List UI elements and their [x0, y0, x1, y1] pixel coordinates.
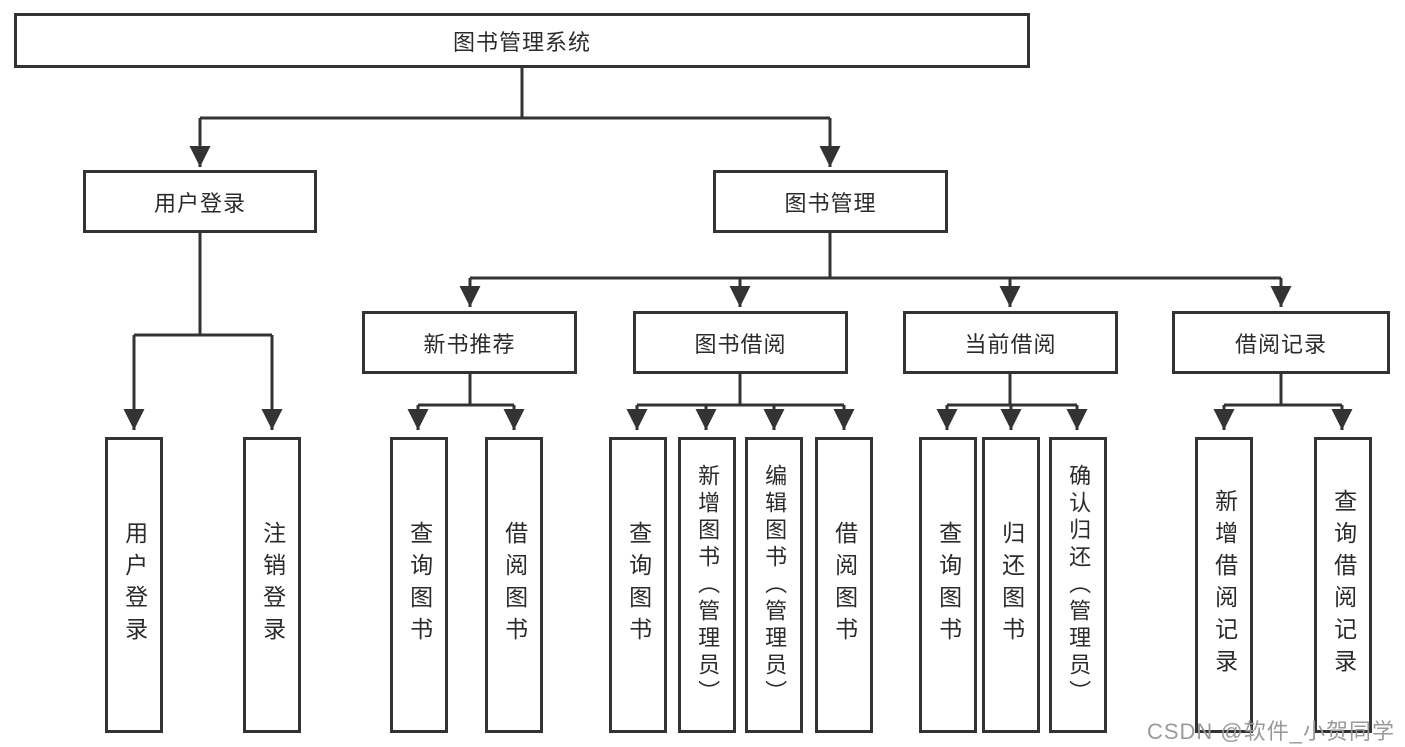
- leaf-bb-edit-books-admin: 编辑图书（管理员）: [745, 437, 803, 733]
- leaf-bb-query-books: 查询图书: [609, 437, 667, 733]
- leaf-logout-label: 注销登录: [259, 521, 286, 649]
- leaf-cb-confirm-return-admin: 确认归还（管理员）: [1049, 437, 1107, 733]
- node-borrowing-records-label: 借阅记录: [1234, 331, 1327, 357]
- leaf-user-login-label: 用户登录: [121, 521, 148, 649]
- leaf-bb-add-books-admin-label: 新增图书（管理员）: [695, 463, 721, 707]
- leaf-rec-query-books-label: 查询图书: [406, 521, 433, 649]
- leaf-bb-edit-books-admin-label: 编辑图书（管理员）: [762, 463, 788, 707]
- leaf-br-query-record: 查询借阅记录: [1314, 437, 1372, 733]
- leaf-br-query-record-label: 查询借阅记录: [1330, 489, 1357, 681]
- node-book-management-label: 图书管理: [784, 190, 877, 216]
- leaf-cb-confirm-return-admin-label: 确认归还（管理员）: [1066, 463, 1092, 707]
- node-user-login-branch-label: 用户登录: [153, 190, 246, 216]
- leaf-cb-return-books: 归还图书: [982, 437, 1040, 733]
- node-user-login-branch: 用户登录: [83, 170, 317, 233]
- node-library-management-system: 图书管理系统: [14, 13, 1030, 68]
- leaf-cb-query-books: 查询图书: [919, 437, 977, 733]
- leaf-br-add-record-label: 新增借阅记录: [1211, 489, 1238, 681]
- leaf-rec-borrow-books: 借阅图书: [485, 437, 543, 733]
- leaf-bb-query-books-label: 查询图书: [625, 521, 652, 649]
- leaf-br-add-record: 新增借阅记录: [1195, 437, 1253, 733]
- node-new-book-recommend-label: 新书推荐: [423, 331, 516, 357]
- leaf-bb-add-books-admin: 新增图书（管理员）: [678, 437, 736, 733]
- node-book-borrowing-label: 图书借阅: [694, 331, 787, 357]
- node-new-book-recommend: 新书推荐: [362, 311, 577, 374]
- leaf-bb-borrow-books: 借阅图书: [815, 437, 873, 733]
- leaf-cb-query-books-label: 查询图书: [935, 521, 962, 649]
- node-borrowing-records: 借阅记录: [1172, 311, 1390, 374]
- leaf-logout: 注销登录: [243, 437, 301, 733]
- leaf-bb-borrow-books-label: 借阅图书: [831, 521, 858, 649]
- node-library-management-system-label: 图书管理系统: [452, 29, 591, 55]
- node-current-borrowing-label: 当前借阅: [964, 331, 1057, 357]
- csdn-watermark: CSDN @软件_小贺同学: [1146, 719, 1395, 744]
- leaf-rec-borrow-books-label: 借阅图书: [501, 521, 528, 649]
- leaf-rec-query-books: 查询图书: [390, 437, 448, 733]
- leaf-user-login: 用户登录: [105, 437, 163, 733]
- node-current-borrowing: 当前借阅: [903, 311, 1118, 374]
- leaf-cb-return-books-label: 归还图书: [998, 521, 1025, 649]
- node-book-management: 图书管理: [713, 170, 948, 233]
- node-book-borrowing: 图书借阅: [633, 311, 848, 374]
